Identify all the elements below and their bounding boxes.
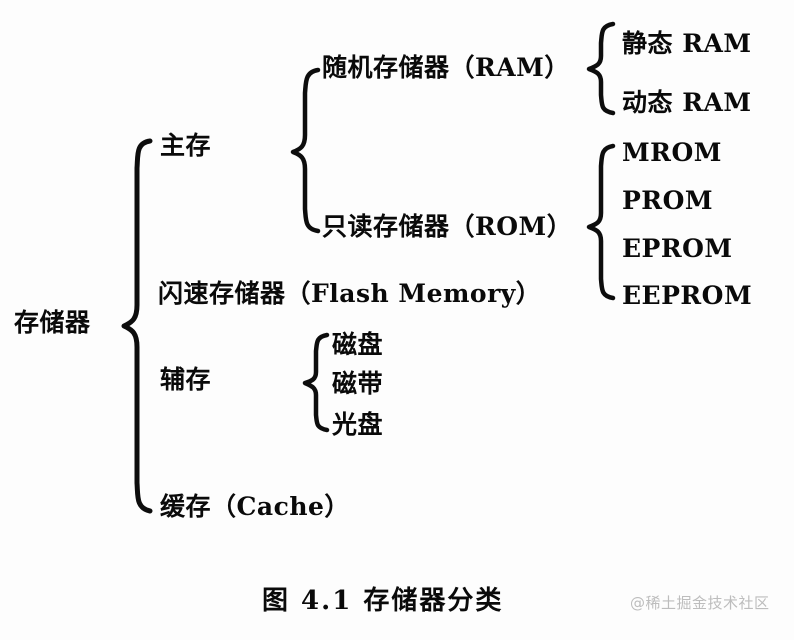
ram-brace: [586, 21, 616, 116]
node-magnetic-disk: 磁盘: [332, 330, 384, 359]
node-static-ram: 静态 RAM: [622, 29, 752, 58]
node-magnetic-tape: 磁带: [332, 369, 384, 398]
site-watermark: @稀土掘金技术社区: [630, 594, 770, 612]
node-optical-disc: 光盘: [332, 410, 384, 439]
figure-caption: 图 4.1 存储器分类: [262, 586, 504, 616]
node-mrom: MROM: [622, 138, 722, 167]
node-main-memory: 主存: [160, 131, 212, 160]
node-read-only-memory: 只读存储器（ROM）: [322, 212, 573, 241]
node-root-storage: 存储器: [14, 308, 91, 337]
auxiliary-memory-brace: [302, 332, 330, 433]
node-eeprom: EEPROM: [622, 281, 753, 310]
main-memory-brace: [290, 67, 321, 234]
node-auxiliary-memory: 辅存: [160, 365, 212, 394]
rom-brace: [586, 143, 616, 301]
node-cache: 缓存（Cache）: [160, 492, 350, 521]
root-brace: [121, 138, 153, 514]
node-eprom: EPROM: [622, 234, 733, 263]
node-flash-memory: 闪速存储器（Flash Memory）: [158, 279, 542, 308]
node-random-access-memory: 随机存储器（RAM）: [322, 53, 570, 82]
node-dynamic-ram: 动态 RAM: [622, 88, 752, 117]
node-prom: PROM: [622, 186, 714, 215]
